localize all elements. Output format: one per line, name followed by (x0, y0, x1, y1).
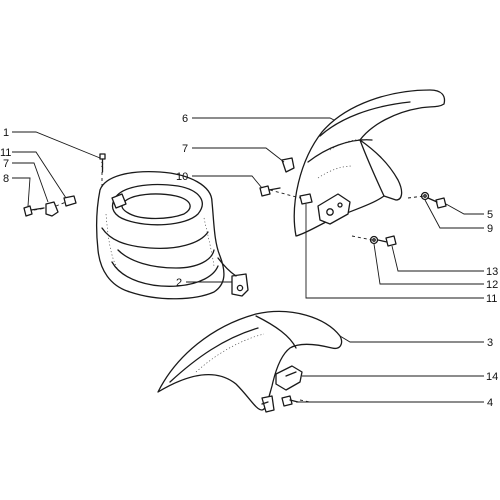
part-3-front-mudguard (157, 310, 343, 413)
part-10-bolt (259, 185, 281, 197)
callout-6: 6 (182, 113, 188, 125)
callout-7-right: 7 (182, 143, 188, 155)
callout-7-left: 7 (3, 158, 9, 170)
callout-9: 9 (487, 223, 493, 235)
part-11-clip-right (299, 193, 313, 205)
callout-1: 1 (3, 127, 9, 139)
callout-8: 8 (3, 173, 9, 185)
callout-14: 14 (486, 371, 498, 383)
part-1-screw (99, 153, 106, 173)
callout-5: 5 (487, 209, 493, 221)
part-6-inner-fender (293, 89, 446, 237)
callout-12: 12 (486, 279, 498, 291)
part-2-horn-cover (96, 170, 249, 300)
part-14-clamp (275, 365, 303, 391)
part-7-nut-right (281, 157, 295, 173)
callout-13: 13 (486, 266, 498, 278)
part-8-screw-left (23, 205, 45, 217)
callout-11-left: 11 (0, 147, 11, 159)
part-5-bolt (427, 197, 447, 209)
callout-11-right: 11 (486, 293, 497, 305)
callout-2: 2 (176, 277, 182, 289)
part-13-bolt (377, 235, 397, 247)
part-11-clip-left (63, 195, 77, 207)
part-4-bolt (281, 395, 299, 407)
callout-3: 3 (487, 337, 493, 349)
callout-10: 10 (176, 171, 188, 183)
callout-labels: 1 11 7 8 2 6 7 10 5 9 13 12 11 3 14 4 (0, 113, 498, 409)
part-7-nut-left (45, 201, 59, 217)
callout-4: 4 (487, 397, 493, 409)
leader-lines (12, 117, 484, 403)
